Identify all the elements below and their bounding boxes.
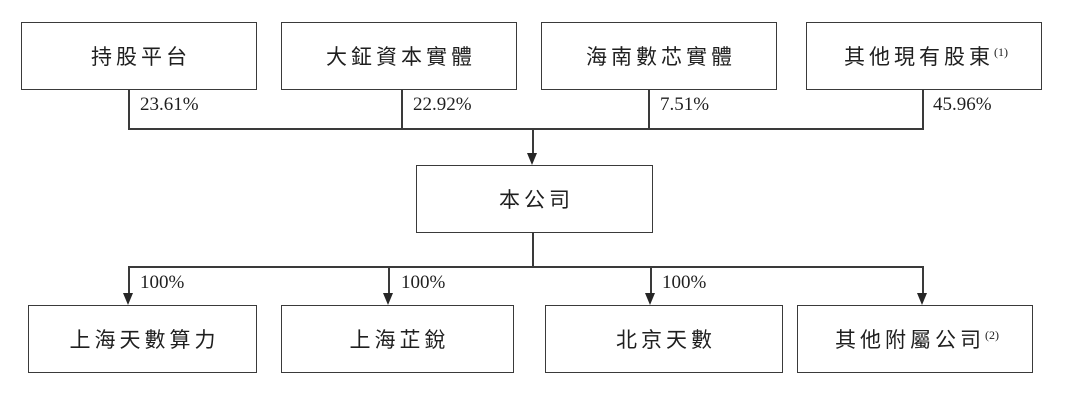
box-shanghai-zhirui: 上海芷銳 xyxy=(281,305,514,373)
arrow-down-icon xyxy=(917,293,927,305)
box-hainan-shuxin-entity-label: 海南數芯實體 xyxy=(586,45,736,69)
drop-line-dcp-capital xyxy=(401,89,403,129)
box-other-existing-shareholders: 其他現有股東(1) xyxy=(806,22,1042,90)
ownership-label-shanghai-tianshu-suanli: 100% xyxy=(140,272,185,293)
box-hainan-shuxin-entity: 海南數芯實體 xyxy=(541,22,777,90)
drop-line-other-shareholders xyxy=(922,89,924,129)
drop-line-holding-platform xyxy=(128,89,130,129)
company-inbound-line xyxy=(532,128,534,155)
bottom-connector-line xyxy=(128,266,924,268)
box-shanghai-tianshu-suanli-label: 上海天數算力 xyxy=(69,328,220,352)
drop-line-other-subsidiaries xyxy=(922,266,924,294)
box-beijing-tianshu-label: 北京天數 xyxy=(616,328,716,352)
footnote-1-marker: (1) xyxy=(994,45,1008,59)
drop-line-shanghai-zhirui xyxy=(388,266,390,294)
drop-line-shanghai-tianshu-suanli xyxy=(128,266,130,294)
box-other-subsidiaries: 其他附屬公司(2) xyxy=(797,305,1033,373)
ownership-label-beijing-tianshu: 100% xyxy=(662,272,707,293)
ownership-label-shanghai-zhirui: 100% xyxy=(401,272,446,293)
box-other-existing-shareholders-text: 其他現有股東 xyxy=(844,45,994,69)
box-shanghai-zhirui-label: 上海芷銳 xyxy=(349,328,450,352)
box-dcp-capital-entity: 大鉦資本實體 xyxy=(281,22,517,90)
arrow-down-icon xyxy=(527,153,537,165)
arrow-down-icon xyxy=(645,293,655,305)
box-other-existing-shareholders-label: 其他現有股東(1) xyxy=(840,41,1008,71)
box-shanghai-tianshu-suanli: 上海天數算力 xyxy=(28,305,257,373)
box-company: 本公司 xyxy=(416,165,653,233)
box-dcp-capital-entity-label: 大鉦資本實體 xyxy=(326,45,476,69)
ownership-label-other-shareholders: 45.96% xyxy=(933,94,992,115)
box-holding-platform: 持股平台 xyxy=(21,22,257,90)
company-outbound-line xyxy=(532,233,534,267)
box-holding-platform-label: 持股平台 xyxy=(91,45,191,69)
ownership-label-holding-platform: 23.61% xyxy=(140,94,199,115)
ownership-label-dcp-capital: 22.92% xyxy=(413,94,472,115)
box-other-subsidiaries-label: 其他附屬公司(2) xyxy=(831,324,999,354)
drop-line-beijing-tianshu xyxy=(650,266,652,294)
box-beijing-tianshu: 北京天數 xyxy=(545,305,783,373)
top-connector-line xyxy=(128,128,924,130)
arrow-down-icon xyxy=(123,293,133,305)
footnote-2-marker: (2) xyxy=(985,328,999,342)
ownership-label-hainan-shuxin: 7.51% xyxy=(660,94,710,115)
box-other-subsidiaries-text: 其他附屬公司 xyxy=(835,328,985,352)
arrow-down-icon xyxy=(383,293,393,305)
box-company-label: 本公司 xyxy=(499,188,574,212)
drop-line-hainan-shuxin xyxy=(648,89,650,129)
